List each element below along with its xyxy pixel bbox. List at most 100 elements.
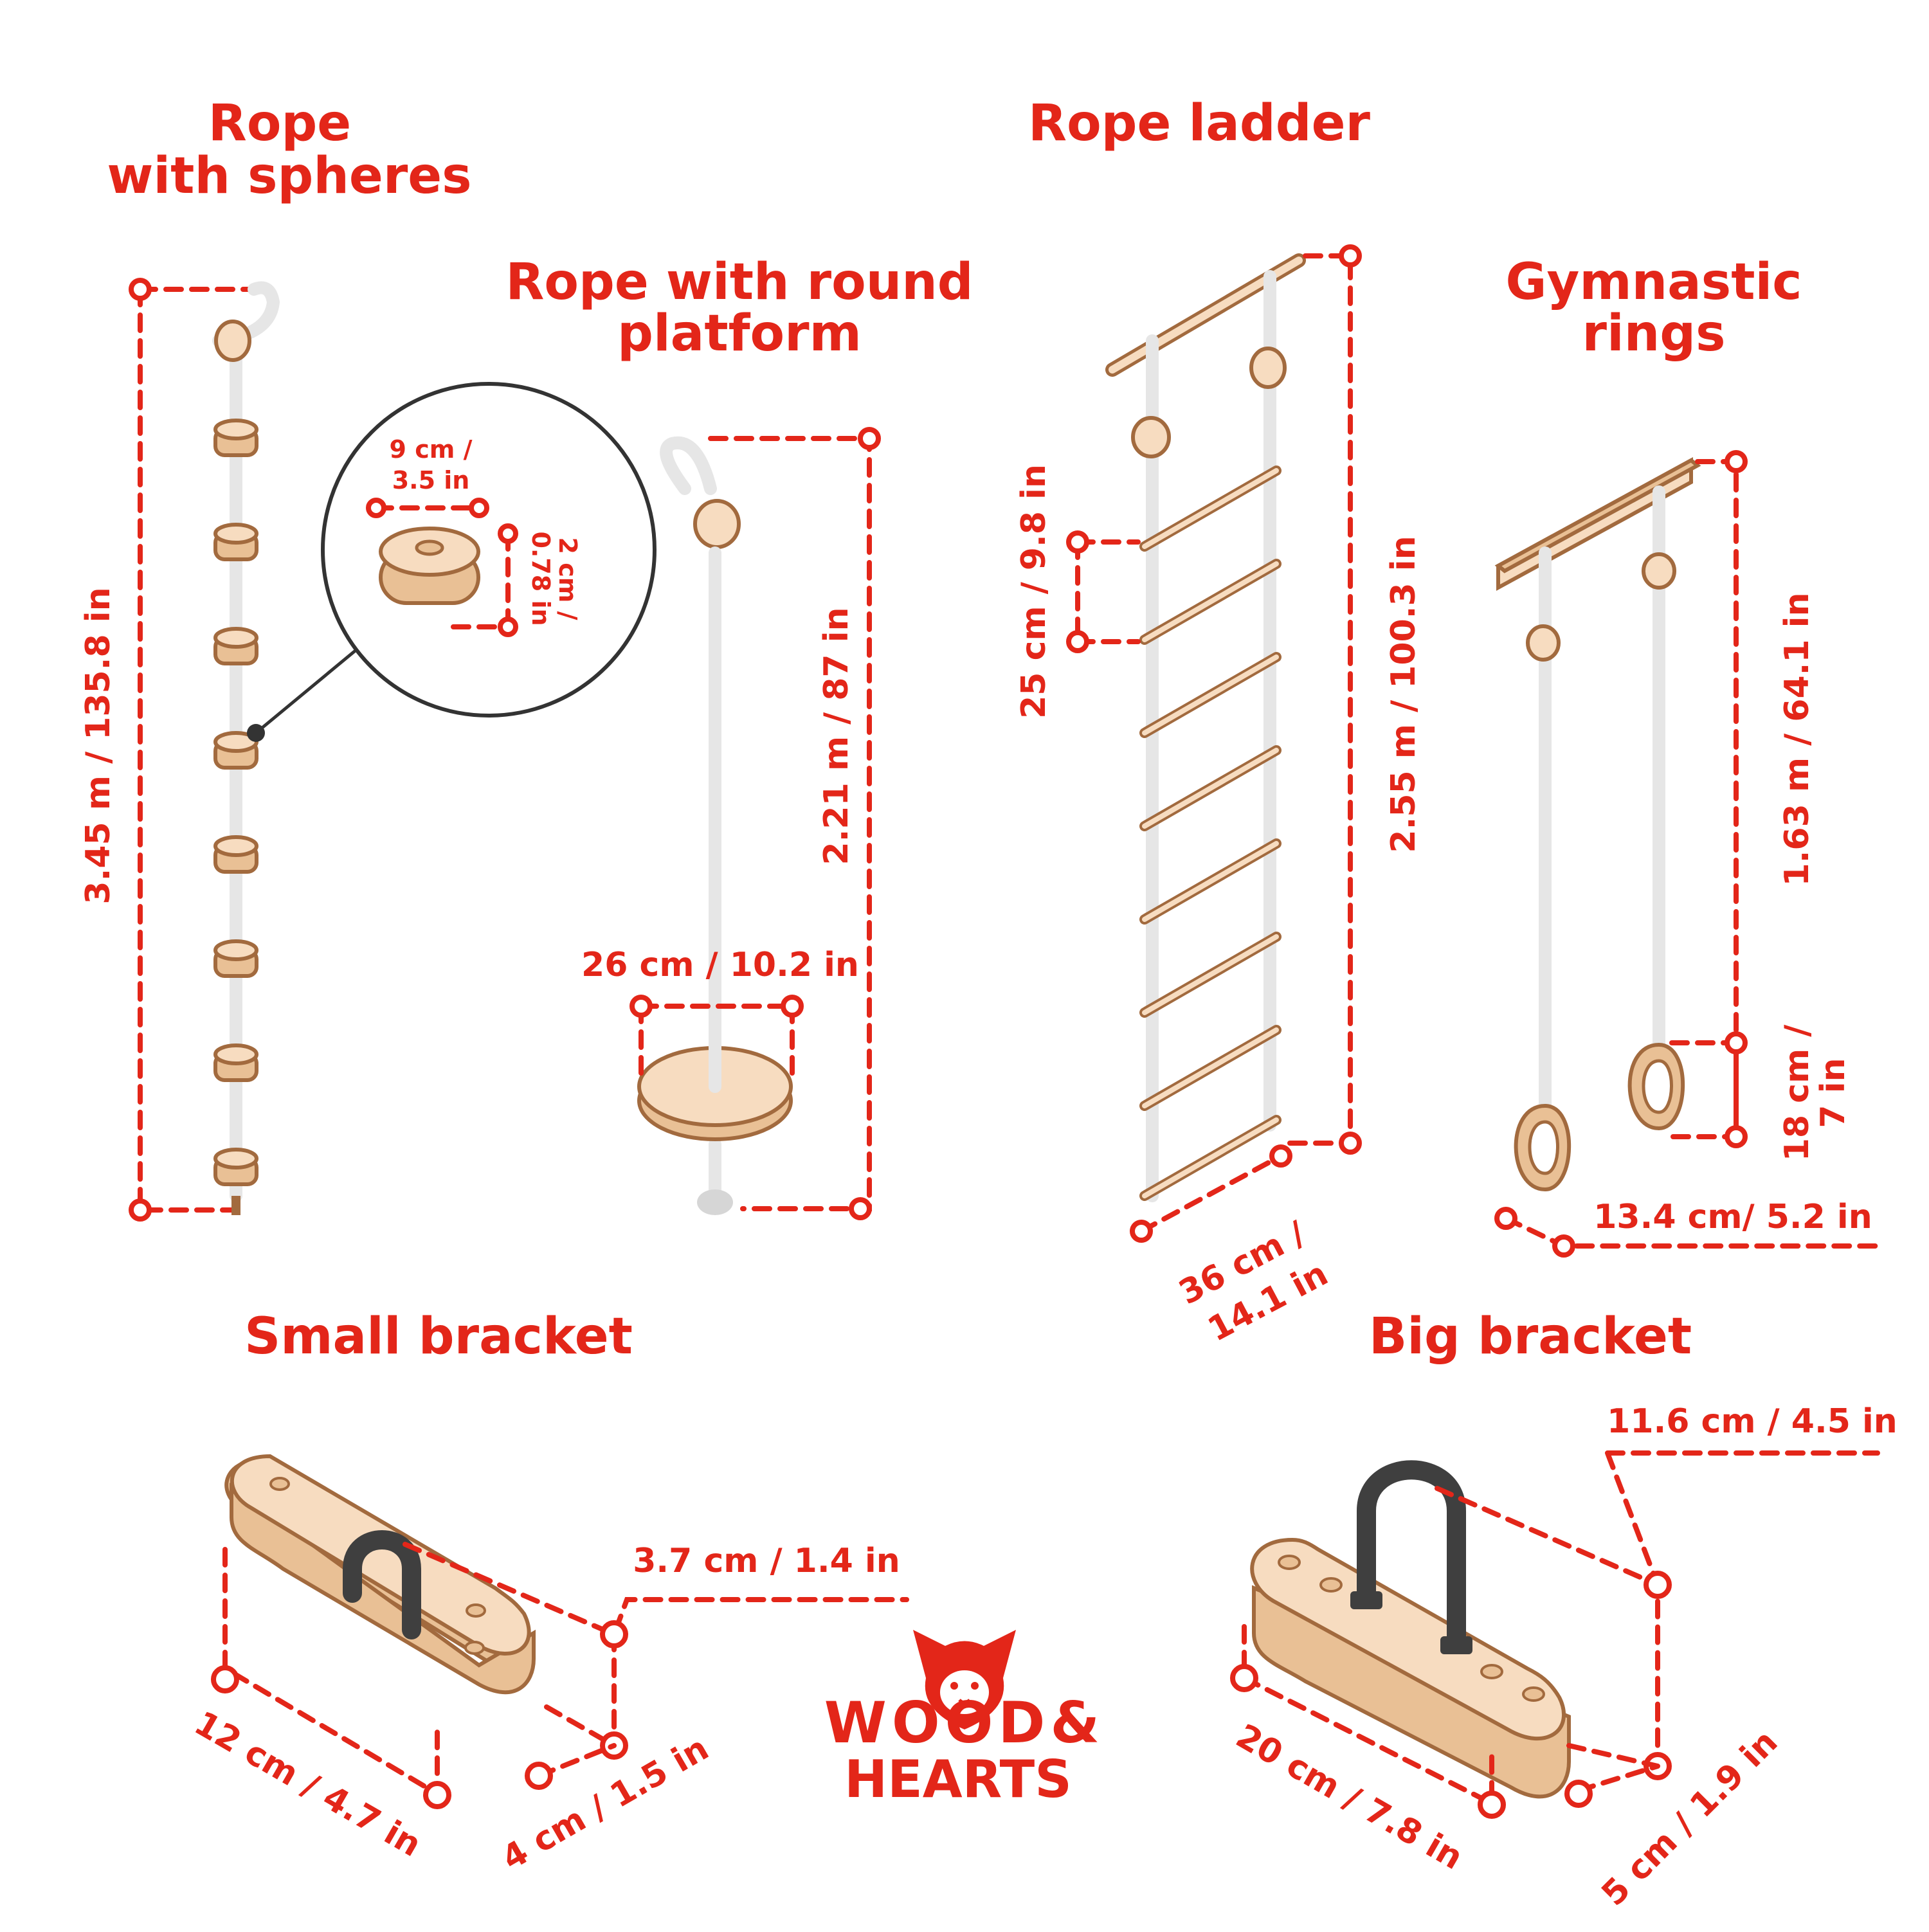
ring-left bbox=[1514, 1103, 1571, 1192]
ladder-height-line bbox=[1283, 253, 1353, 1146]
platform-diameter-label: 26 cm / 10.2 in bbox=[581, 946, 859, 984]
dimension-marker bbox=[1725, 1125, 1748, 1148]
panda-eye-icon bbox=[971, 1682, 979, 1690]
dimension-marker bbox=[1644, 1571, 1672, 1599]
sphere-disc bbox=[213, 627, 258, 665]
dimension-marker bbox=[1725, 450, 1748, 473]
small-bracket-length-label: 12 cm / 4.7 in bbox=[188, 1704, 428, 1864]
big-bracket-nut bbox=[1350, 1591, 1382, 1609]
big-bracket-width-label: 5 cm / 1.9 in bbox=[1595, 1723, 1786, 1914]
dimension-marker bbox=[1725, 1031, 1748, 1054]
dimension-marker bbox=[423, 1781, 451, 1809]
small-bracket-title: Small bracket bbox=[244, 1308, 633, 1366]
logo-line1: WOOD& bbox=[824, 1690, 1105, 1756]
panda-face-icon bbox=[940, 1670, 989, 1714]
dimension-marker bbox=[366, 498, 386, 518]
rope-spheres-height-line bbox=[138, 287, 253, 1213]
callout-dot bbox=[247, 724, 265, 742]
small-bracket-height-line bbox=[544, 1632, 617, 1748]
ladder-step-line bbox=[1075, 539, 1141, 644]
rings-title-line2: rings bbox=[1582, 305, 1726, 363]
rope-spheres-title-line1: Rope bbox=[208, 95, 351, 152]
rope-clamp bbox=[214, 320, 251, 362]
detail-dimension-lines bbox=[374, 505, 511, 629]
dimension-marker bbox=[1066, 530, 1089, 554]
sphere-disc bbox=[213, 419, 258, 457]
small-bracket-group: Small bracket 3.7 cm / 1.4 in 12 cm / 4.… bbox=[188, 1308, 909, 1878]
rope-platform-title-line1: Rope with round bbox=[505, 253, 973, 311]
ladder-clamp-left bbox=[1131, 416, 1171, 458]
rings-height-label: 1.63 m / 64.1 in bbox=[1778, 592, 1816, 886]
big-bracket-handle bbox=[1357, 1460, 1466, 1649]
dimension-marker bbox=[1552, 1234, 1575, 1258]
big-bracket-height-label: 11.6 cm / 4.5 in bbox=[1607, 1402, 1897, 1441]
big-bracket-group: Big bracket 11.6 cm / 4.5 in 20 cm / 7.8… bbox=[1229, 1308, 1897, 1913]
sphere-discs bbox=[213, 419, 258, 1186]
ladder-rung bbox=[1139, 1115, 1281, 1201]
detail-callout-circle bbox=[321, 382, 657, 718]
dimension-marker bbox=[781, 995, 804, 1018]
ring-size-label-1: 18 cm / bbox=[1778, 1025, 1816, 1162]
ladder-step-label: 25 cm / 9.8 in bbox=[1015, 464, 1053, 719]
dimension-marker bbox=[1564, 1780, 1593, 1808]
ladder-rung bbox=[1139, 838, 1281, 925]
ladder-rungs bbox=[1139, 465, 1281, 1201]
ring-size-line bbox=[1669, 1040, 1739, 1139]
ring-clamp-right bbox=[1642, 552, 1676, 590]
logo-line2: HEARTS bbox=[844, 1749, 1072, 1809]
ladder-rung bbox=[1139, 465, 1281, 552]
dimension-marker bbox=[498, 523, 518, 544]
dimension-marker bbox=[129, 278, 152, 301]
rope-platform-height-label: 2.21 m / 87 in bbox=[817, 607, 856, 865]
rope-with-spheres-group: Rope with spheres 3.45 m / 135.8 in bbox=[79, 95, 657, 1222]
sphere-disc bbox=[213, 939, 258, 978]
dimension-marker bbox=[1269, 1144, 1292, 1168]
dimension-marker bbox=[525, 1762, 553, 1790]
platform-diameter-line bbox=[638, 1004, 795, 1083]
detail-disc bbox=[379, 527, 480, 605]
big-bracket-width-line bbox=[1566, 1743, 1660, 1793]
detail-width-label-2: 3.5 in bbox=[392, 466, 470, 494]
dimension-marker bbox=[129, 1198, 152, 1222]
dimension-marker bbox=[1478, 1791, 1506, 1819]
small-bracket-height-label: 3.7 cm / 1.4 in bbox=[633, 1542, 900, 1580]
round-platform bbox=[637, 1003, 793, 1141]
dimension-marker bbox=[1230, 1664, 1258, 1692]
sphere-disc bbox=[213, 523, 258, 561]
ring-size-label-2: 7 in bbox=[1814, 1058, 1852, 1128]
rope-platform-height-line bbox=[708, 436, 872, 1211]
dimension-marker bbox=[211, 1665, 239, 1693]
ladder-clamp-right bbox=[1249, 347, 1287, 389]
small-bracket-handle bbox=[343, 1530, 421, 1639]
detail-height-label: 2 cm / bbox=[554, 537, 582, 620]
rings-spacing-label: 13.4 cm/ 5.2 in bbox=[1593, 1198, 1872, 1236]
ring-right bbox=[1627, 1042, 1685, 1131]
big-bracket-plate bbox=[1250, 1537, 1571, 1799]
dimension-marker bbox=[849, 1197, 872, 1220]
panda-smile-icon bbox=[958, 1699, 971, 1704]
big-bracket-title: Big bracket bbox=[1369, 1308, 1692, 1366]
small-bracket-height-top bbox=[403, 1542, 909, 1638]
dimension-marker bbox=[1066, 630, 1089, 653]
detail-height-label-2: 0.78 in bbox=[527, 531, 555, 626]
rings-title-line1: Gymnastic bbox=[1506, 253, 1802, 311]
dimension-marker bbox=[1494, 1207, 1517, 1230]
sphere-disc bbox=[213, 731, 258, 770]
platform-rope-hook bbox=[660, 436, 717, 495]
rope-ladder-group: Rope ladder 2.55 m / 100.3 in 25 cm / 9.… bbox=[1015, 95, 1423, 1350]
rings-top-bar-top bbox=[1494, 458, 1701, 573]
panda-eye-icon bbox=[950, 1682, 958, 1690]
ladder-rung bbox=[1139, 559, 1281, 645]
dimension-marker bbox=[1339, 244, 1362, 267]
sphere-disc bbox=[213, 835, 258, 874]
ladder-rung bbox=[1139, 652, 1281, 738]
rope-ladder-title: Rope ladder bbox=[1028, 95, 1370, 152]
ladder-width-line bbox=[1139, 1153, 1283, 1234]
callout-line bbox=[255, 648, 358, 734]
rope-spheres-height-label: 3.45 m / 135.8 in bbox=[79, 587, 118, 904]
ladder-height-label: 2.55 m / 100.3 in bbox=[1384, 536, 1423, 853]
small-bracket-plate bbox=[224, 1454, 536, 1695]
rope-platform-title-line2: platform bbox=[617, 305, 862, 363]
